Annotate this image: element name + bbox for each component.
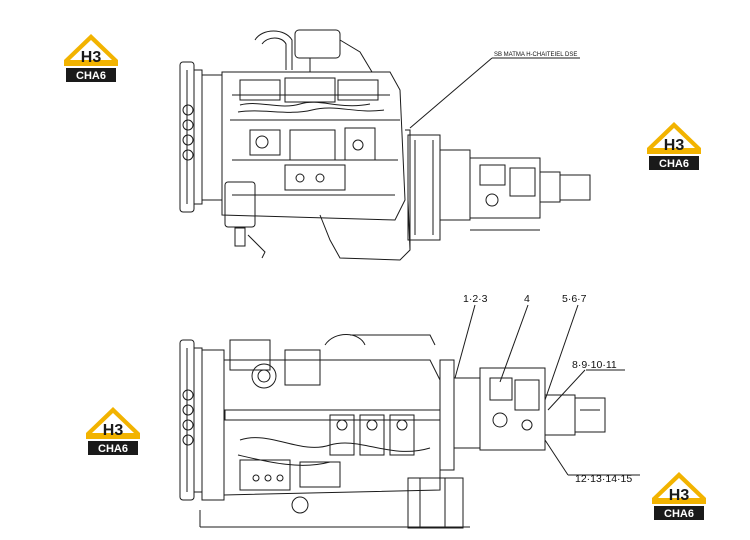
top-engine-block xyxy=(221,71,406,221)
logo-mark: H3 xyxy=(664,137,685,154)
top-hydraulic-pump xyxy=(439,149,591,231)
callout-leaders xyxy=(454,304,640,476)
bottom-flywheel-housing xyxy=(439,359,455,471)
callout-4: 4 xyxy=(524,293,530,305)
top-part-tag: SB MATMA H-CHAITEIEL DSE xyxy=(494,52,577,58)
logo-mark: H3 xyxy=(669,487,690,504)
top-leader-line xyxy=(409,57,493,129)
bottom-frame xyxy=(199,477,470,529)
logo-mark: H3 xyxy=(103,422,124,439)
bottom-fan xyxy=(179,339,225,501)
callout-5-6-7: 5·6·7 xyxy=(562,293,587,305)
bottom-hydraulic-pump xyxy=(453,367,606,451)
logo-text: CHA6 xyxy=(664,508,694,520)
bottom-engine-view xyxy=(179,304,640,529)
logo-top-left: H3 CHA6 xyxy=(60,30,122,88)
top-intake xyxy=(254,29,373,73)
logo-right-mid: H3 CHA6 xyxy=(643,118,705,176)
top-filter xyxy=(224,181,266,259)
top-engine-view xyxy=(179,29,591,261)
callout-12-13-14-15: 12·13·14·15 xyxy=(575,473,632,485)
logo-right-bottom: H3 CHA6 xyxy=(648,468,710,526)
top-flywheel-housing xyxy=(319,129,441,261)
callout-1-2-3: 1·2·3 xyxy=(463,293,488,305)
logo-mark: H3 xyxy=(81,49,102,66)
top-fan xyxy=(179,61,223,213)
logo-text: CHA6 xyxy=(76,70,106,82)
logo-text: CHA6 xyxy=(98,443,128,455)
logo-left-bottom: H3 CHA6 xyxy=(82,403,144,461)
logo-text: CHA6 xyxy=(659,158,689,170)
callout-8-9-10-11: 8·9·10·11 xyxy=(572,359,617,371)
